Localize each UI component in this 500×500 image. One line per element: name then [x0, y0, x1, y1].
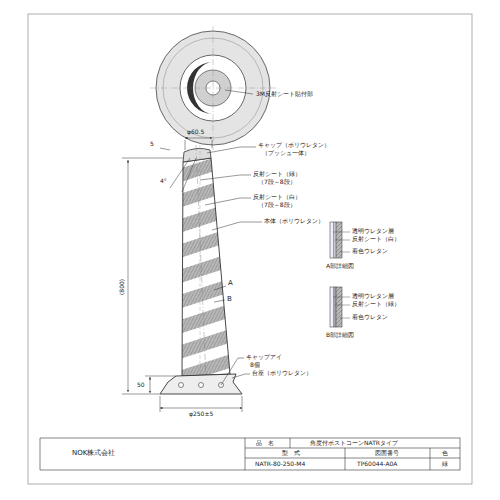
detail-a [330, 222, 350, 258]
part-name: キャップ（ポリウレタン） [258, 142, 330, 149]
detail-b [330, 287, 350, 327]
angle-label: 4° [160, 178, 167, 185]
dimension-label: 50 [137, 382, 145, 389]
layer-name: 透明ウレタン層 [352, 228, 394, 235]
part-name: （7段～8段） [258, 202, 296, 209]
layer-name: 透明ウレタン層 [352, 293, 394, 300]
title-block [40, 438, 460, 470]
dimension-label: φ60.5 [187, 129, 204, 136]
layer-name: 反射シート（白） [352, 236, 400, 243]
table-cell: 角度付ポストコーンNATRタイプ [310, 440, 398, 447]
leader-lines [200, 147, 262, 385]
top-view [150, 26, 276, 150]
note-label: 3M反射シート貼付部 [256, 91, 313, 98]
table-cell: 図面番号 [375, 450, 399, 457]
base-plate [160, 374, 242, 394]
part-name: 反射シート（緑） [253, 171, 301, 178]
layer-name: 反射シート（緑） [352, 301, 400, 308]
part-name: 本体（ポリウレタン） [264, 218, 324, 225]
dimension-lines [122, 138, 242, 412]
dimension-label: 5 [150, 141, 154, 148]
table-cell: 色 [442, 450, 448, 457]
detail-title: B部詳細図 [326, 332, 354, 339]
part-name: （7段～8段） [258, 179, 296, 186]
part-name: 台座（ポリウレタン） [252, 370, 312, 377]
frame [28, 14, 472, 484]
post-body [182, 145, 230, 380]
detail-callout: B [227, 296, 232, 304]
layer-name: 着色ウレタン [352, 314, 388, 321]
dimension-label: (800) [119, 279, 126, 295]
detail-callout: A [228, 280, 233, 288]
table-cell: 型 式 [282, 450, 300, 457]
table-cell: NATR-80-250-M4 [255, 461, 305, 468]
table-cell: TP60044-A0A [357, 461, 397, 468]
detail-title: A部詳細図 [326, 263, 354, 270]
table-cell: 品 名 [256, 440, 274, 447]
part-name: キャップアイ [246, 354, 282, 361]
part-name: 8個 [250, 362, 260, 369]
table-cell: 緑 [442, 461, 448, 468]
company-name: NOK株式会社 [72, 450, 115, 458]
layer-name: 着色ウレタン [352, 248, 388, 255]
part-name: （プッシュ一体） [262, 150, 310, 157]
part-name: 反射シート（白） [253, 194, 301, 201]
dimension-label: φ250±5 [189, 411, 213, 418]
